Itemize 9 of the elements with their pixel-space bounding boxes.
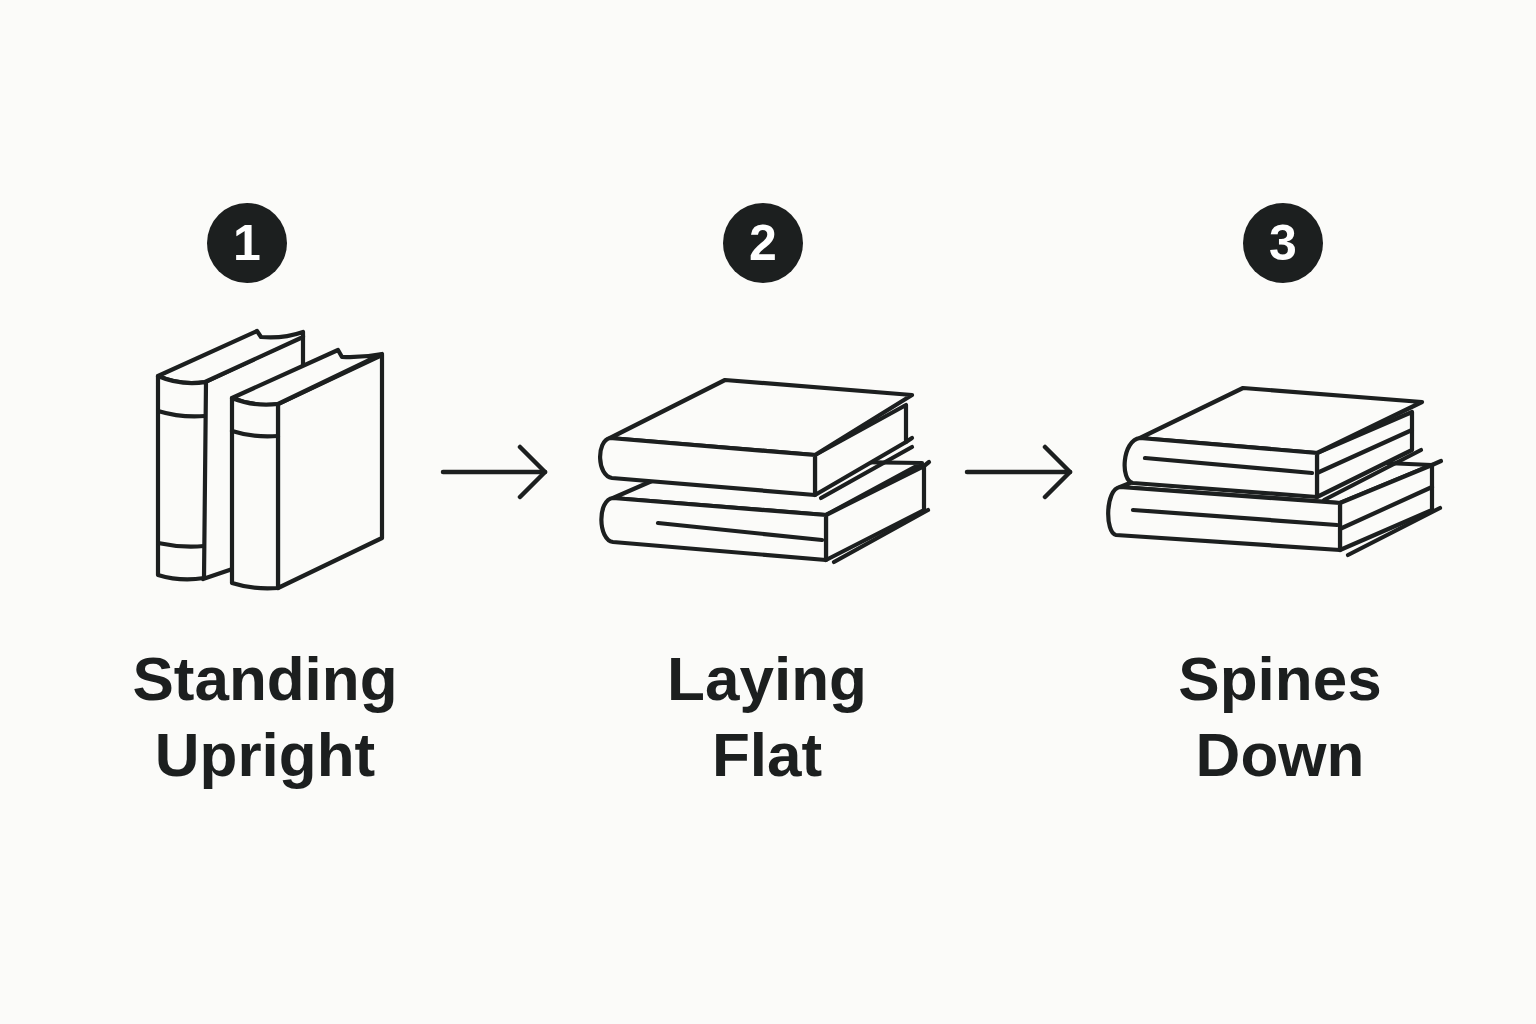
arrow bbox=[964, 444, 1073, 500]
step-caption: Spines Down bbox=[1178, 643, 1382, 791]
step-number-circle: 2 bbox=[723, 203, 803, 283]
step-caption: Standing Upright bbox=[132, 643, 398, 791]
upright-books-drawing bbox=[154, 327, 386, 592]
step-number-circle: 1 bbox=[207, 203, 287, 283]
arrow bbox=[440, 444, 548, 500]
step-caption: Laying Flat bbox=[667, 643, 867, 791]
step-number-circle: 3 bbox=[1243, 203, 1323, 283]
